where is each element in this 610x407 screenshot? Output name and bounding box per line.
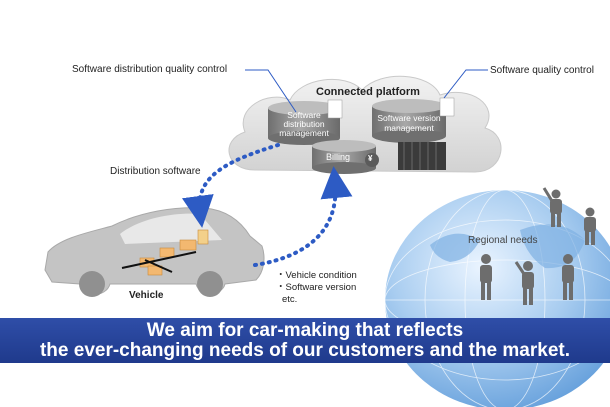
callout-line-left — [245, 69, 297, 113]
sw-version-db — [372, 97, 455, 143]
vehicle-label: Vehicle — [129, 290, 164, 301]
vehicle-info-list: ・Vehicle condition ・Software version etc… — [276, 270, 357, 306]
sw-version-mgmt-line2: management — [384, 123, 434, 133]
sw-dist-mgmt-line1: Software — [287, 110, 321, 120]
banner-line-1: We aim for car-making that reflects — [146, 320, 464, 341]
sw-distribution-qc-label: Software distribution quality control — [72, 64, 228, 75]
vehicle-info-item: etc. — [282, 294, 298, 305]
person-icon-5 — [584, 207, 596, 245]
sw-version-mgmt-label: Software version management — [372, 113, 446, 133]
server-rack-icon — [398, 142, 446, 170]
globe — [384, 189, 610, 407]
regional-needs-label: Regional needs — [468, 235, 538, 246]
distribution-arrow — [182, 143, 280, 228]
vehicle-info-item: ・Vehicle condition — [276, 270, 357, 281]
person-icons — [480, 187, 596, 305]
sw-dist-mgmt-line3: management — [279, 128, 329, 138]
sw-qc-label: Software quality control — [490, 65, 594, 76]
person-icon-4 — [542, 187, 562, 227]
banner-line-2: the ever-changing needs of our customers… — [39, 340, 570, 361]
callout-lines — [245, 69, 488, 113]
billing-label: Billing — [326, 152, 351, 162]
rear-wheel — [79, 271, 105, 297]
vehicle-info-item: ・Software version — [276, 282, 357, 293]
connected-platform-label: Connected platform — [316, 86, 420, 98]
person-icon-1 — [480, 254, 492, 300]
callout-line-right — [443, 69, 488, 99]
ecu-doc-icon — [197, 229, 209, 245]
doc-icon-2 — [439, 97, 455, 117]
distribution-software-label: Distribution software — [110, 166, 201, 177]
sw-version-mgmt-line1: Software version — [377, 113, 441, 123]
sw-distribution-mgmt-label: Software distribution management — [270, 111, 338, 138]
yen-coin-icon — [365, 153, 379, 167]
person-icon-2 — [514, 261, 534, 305]
message-banner: We aim for car-making that reflects the … — [0, 318, 610, 363]
front-wheel — [197, 271, 223, 297]
vehicle-info-arrow — [253, 166, 353, 267]
sw-distribution-db — [268, 99, 343, 145]
network-lines — [121, 251, 197, 273]
doc-icon — [327, 99, 343, 119]
person-icon-3 — [562, 254, 574, 300]
sw-dist-mgmt-line2: distribution — [283, 119, 325, 129]
yen-symbol: ¥ — [368, 154, 373, 163]
vehicle-car — [44, 207, 265, 297]
